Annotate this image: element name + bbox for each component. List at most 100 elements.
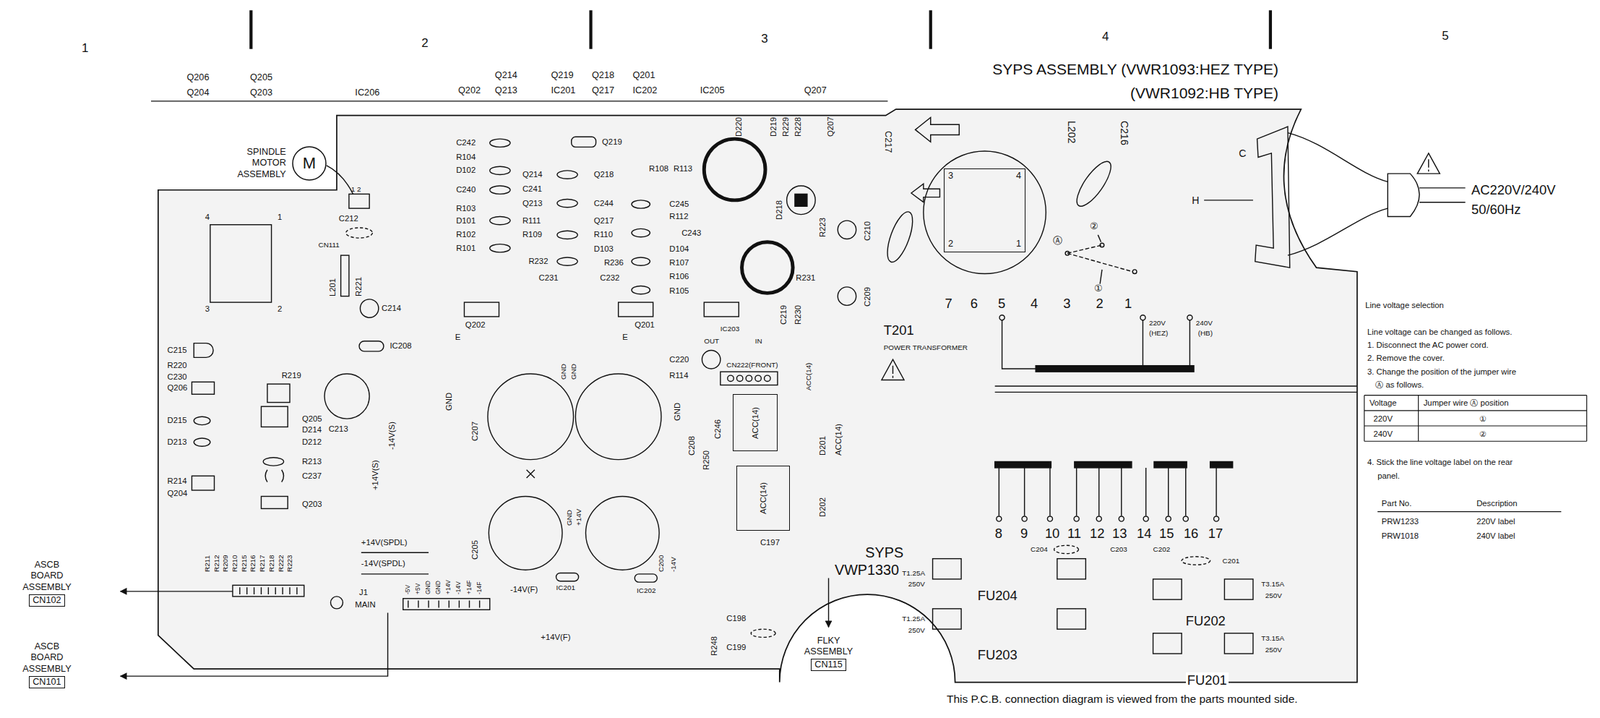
filter-capacitor: [575, 373, 662, 460]
cable-arrow: [120, 612, 389, 677]
part-label: L201: [328, 277, 338, 296]
part-label: H: [1191, 194, 1199, 206]
node-text: 2: [948, 239, 954, 250]
note-text: Ⓐ as follows.: [1375, 380, 1424, 390]
pin-number: 10: [1044, 525, 1060, 541]
node-text: 1: [1016, 239, 1022, 250]
part-label: R103: [456, 203, 476, 214]
table-rule: [1377, 510, 1561, 512]
part-label: (HB): [1198, 328, 1213, 337]
part-label: R112: [669, 211, 688, 222]
node-text: ASCB BOARD ASSEMBLY: [22, 641, 71, 675]
part-label: -5V: [404, 584, 412, 595]
part-label: Q204: [186, 87, 209, 99]
transistor-symbol: [786, 185, 816, 215]
part-label: FU202: [1185, 612, 1226, 629]
part-label: D201: [818, 435, 828, 456]
capacitor-symbol: [489, 185, 511, 194]
winding-bar: [1154, 461, 1187, 467]
note-text: 240V: [1373, 429, 1393, 439]
transistor-symbol: [571, 136, 597, 147]
capacitor-symbol: [837, 286, 856, 305]
part-label: C220: [669, 354, 689, 365]
part-label: R107: [669, 257, 689, 268]
part-label: 240V: [1196, 318, 1213, 327]
part-label: R214: [167, 476, 188, 486]
part-label: 250V: [908, 625, 926, 634]
pin-number: 4: [205, 212, 210, 222]
note-text: PRW1233: [1381, 516, 1419, 527]
part-label: C231: [539, 273, 559, 283]
part-label: C244: [594, 198, 614, 209]
part-label: D102: [456, 165, 476, 175]
grid-number: 5: [1441, 28, 1449, 43]
transformer-outline: [923, 151, 1046, 274]
part-label: C201: [1222, 556, 1241, 565]
component-outlines: [120, 117, 1587, 676]
node-text: CN115: [810, 658, 847, 671]
part-label: ②: [1089, 221, 1099, 232]
part-label: GND: [444, 392, 454, 411]
part-label: Q219: [601, 137, 623, 147]
part-label: IC205: [700, 85, 725, 97]
fuse-symbol: [1224, 578, 1254, 600]
pin-number: 5: [998, 295, 1006, 311]
part-label: C207: [470, 421, 480, 441]
diagram-caption: This P.C.B. connection diagram is viewed…: [946, 692, 1298, 706]
note-text: 3. Change the position of the jumper wir…: [1367, 367, 1517, 377]
part-label: R211: [203, 555, 212, 572]
part-label: Q203: [250, 87, 273, 99]
part-label: C245: [669, 199, 689, 209]
part-label: MAIN: [354, 599, 376, 610]
part-label: -14V(F): [510, 584, 538, 595]
connector-pins: [727, 375, 771, 381]
part-label: E: [622, 332, 629, 342]
node-text: ACC(14): [750, 406, 760, 439]
plug-body: [1387, 173, 1420, 217]
part-label: Q213: [522, 198, 543, 209]
fuse-symbol: [1153, 633, 1183, 654]
part-label: C246: [713, 419, 723, 439]
part-label: 250V: [1265, 591, 1283, 600]
capacitor-symbol: [882, 208, 918, 266]
node-text: 3: [948, 171, 954, 182]
node-text: CN102: [28, 594, 66, 607]
part-label: 220V: [1149, 318, 1166, 327]
part-label: VWP1330: [834, 561, 900, 579]
part-label: Q218: [591, 70, 615, 81]
jumper-points: [1065, 242, 1137, 274]
transistor-symbol: [191, 475, 214, 490]
part-label: Q204: [167, 488, 188, 498]
part-label: GND: [559, 364, 568, 381]
part-label: R230: [793, 304, 803, 325]
motor-circle: M: [291, 145, 327, 181]
part-label: -14V: [669, 556, 678, 572]
part-label: -14F: [476, 581, 484, 595]
part-label: R220: [167, 360, 188, 371]
fuse-symbol: [1224, 633, 1254, 654]
part-label: C209: [862, 286, 873, 307]
connector-strip: [403, 598, 490, 610]
part-label: C240: [456, 185, 476, 195]
note-text: Voltage: [1369, 398, 1397, 408]
leader-line: [1097, 234, 1103, 285]
table-grid: [1364, 395, 1587, 442]
filter-capacitor: [488, 495, 563, 570]
note-text: Description: [1476, 498, 1518, 509]
ic-symbol: [556, 572, 579, 581]
part-label: C219: [779, 304, 789, 325]
pin-number: 9: [1020, 525, 1028, 541]
part-label: T3.15A: [1261, 633, 1285, 642]
part-label: R113: [673, 164, 693, 174]
part-label: AC220V/240V: [1471, 182, 1556, 198]
part-label: T1.25A: [901, 568, 926, 577]
part-label: IC203: [720, 324, 740, 333]
part-label: R228: [793, 117, 803, 137]
part-label: T1.25A: [901, 614, 926, 623]
part-label: T3.15A: [1261, 579, 1285, 588]
part-label: FU204: [977, 587, 1018, 603]
part-label: Q219: [550, 70, 574, 81]
part-label: OUT: [703, 336, 720, 345]
